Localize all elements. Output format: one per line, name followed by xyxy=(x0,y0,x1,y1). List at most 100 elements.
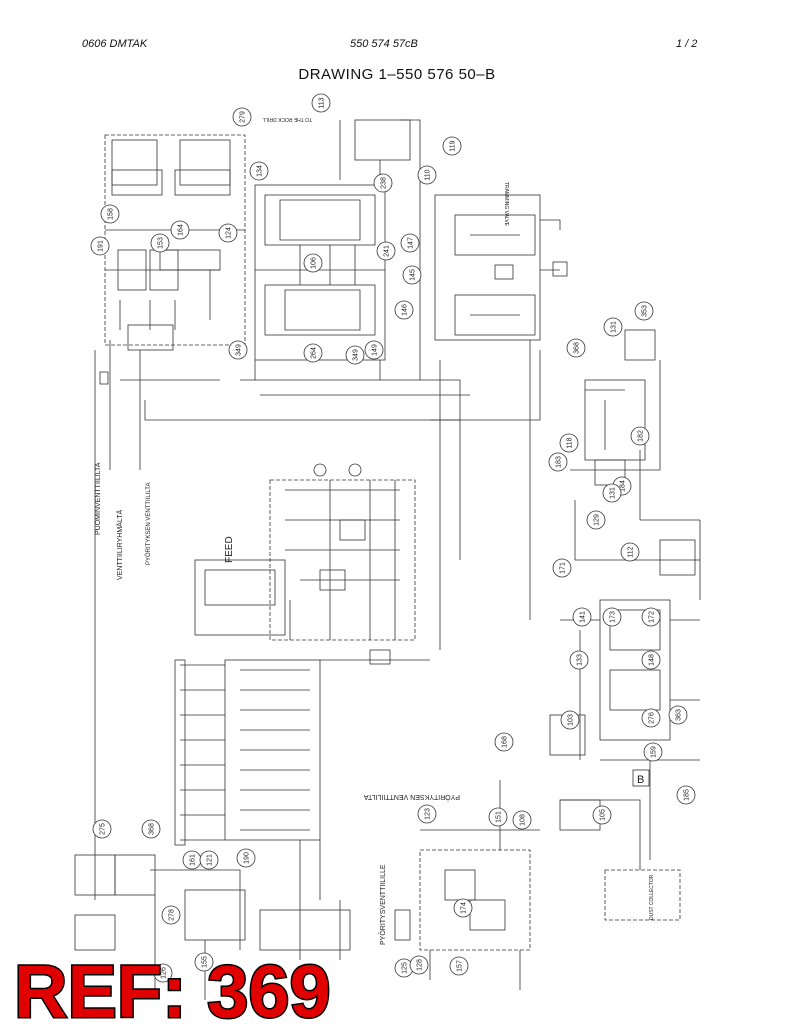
label-tramming-valve: TRAMMING VALVE xyxy=(503,182,509,227)
callout-number: 157 xyxy=(457,960,464,972)
callout-349: 349 xyxy=(345,345,365,365)
callout-bubbles: 2791131191101581641531241911342381472411… xyxy=(90,93,696,983)
callout-circle xyxy=(394,300,414,320)
reference-stamp-text: REF: 369 xyxy=(14,950,330,1030)
callout-145: 145 xyxy=(402,265,422,285)
callout-264: 264 xyxy=(303,343,323,363)
line xyxy=(285,480,400,640)
rotation-control-block xyxy=(419,849,531,951)
callout-172: 172 xyxy=(641,607,661,627)
label-box-b: B xyxy=(637,774,644,786)
valve-symbol xyxy=(659,539,696,576)
feed-valve-block xyxy=(194,559,286,636)
callout-circle xyxy=(641,708,661,728)
callout-129: 129 xyxy=(586,510,606,530)
callout-circle xyxy=(494,732,514,752)
callout-number: 159 xyxy=(651,746,658,758)
callout-number: 153 xyxy=(158,237,165,249)
callout-124: 124 xyxy=(218,223,238,243)
callout-circle xyxy=(400,233,420,253)
callout-147: 147 xyxy=(400,233,420,253)
callout-circle xyxy=(373,173,393,193)
valve-symbol xyxy=(624,329,656,361)
callout-278: 278 xyxy=(161,905,181,925)
label-pyoritysventtiilille: PYÖRITYSVENTTIILILLE xyxy=(379,864,387,945)
valve-block-middle xyxy=(269,479,416,641)
callout-number: 191 xyxy=(98,240,105,252)
valve-section xyxy=(264,284,376,336)
valve-symbol xyxy=(339,519,366,541)
valve-section xyxy=(204,569,276,606)
callout-circle xyxy=(620,542,640,562)
callout-141: 141 xyxy=(572,607,592,627)
callout-circle xyxy=(170,220,190,240)
callout-number: 264 xyxy=(311,347,318,359)
callout-circle xyxy=(100,204,120,224)
callout-number: 241 xyxy=(384,245,391,257)
line xyxy=(570,360,661,520)
callout-number: 146 xyxy=(402,304,409,316)
callout-105: 105 xyxy=(592,805,612,825)
callout-238: 238 xyxy=(373,173,393,193)
tramming-valve-block xyxy=(434,194,541,341)
callout-112: 112 xyxy=(620,542,640,562)
callout-number: 105 xyxy=(600,809,607,821)
callout-185: 185 xyxy=(676,785,696,805)
callout-168: 168 xyxy=(494,732,514,752)
callout-circle xyxy=(634,301,654,321)
callout-number: 121 xyxy=(207,854,214,866)
label-puominventtiili: PUOMINVENTTIILILTA xyxy=(95,462,102,535)
filter-symbol xyxy=(99,371,109,385)
callout-134: 134 xyxy=(249,161,269,181)
callout-circle xyxy=(376,241,396,261)
callout-number: 349 xyxy=(353,349,360,361)
callout-368: 368 xyxy=(566,338,586,358)
callout-number: 363 xyxy=(676,709,683,721)
callout-circle xyxy=(417,804,437,824)
callout-157: 157 xyxy=(449,956,469,976)
callout-158: 158 xyxy=(100,204,120,224)
callout-151: 151 xyxy=(488,807,508,827)
callout-279: 279 xyxy=(232,107,252,127)
callout-number: 126 xyxy=(161,967,168,979)
label-venttiiliryhma: VENTTIILIRYHMÄLTÄ xyxy=(116,510,124,580)
actuator-box xyxy=(74,914,116,951)
label-rock-drill: TO THE ROCK DRILL xyxy=(262,116,312,122)
actuator-box xyxy=(111,139,158,186)
callout-circle xyxy=(641,607,661,627)
valve-symbol xyxy=(552,261,568,277)
valve-block-upper xyxy=(254,184,386,361)
callout-number: 119 xyxy=(450,140,457,151)
callout-number: 131 xyxy=(610,487,617,499)
callout-circle xyxy=(572,607,592,627)
callout-circle xyxy=(153,963,173,983)
line xyxy=(560,619,700,761)
line xyxy=(430,340,541,650)
valve-symbol xyxy=(184,889,246,941)
label-feed: FEED xyxy=(224,536,235,563)
callout-133: 133 xyxy=(569,650,589,670)
callout-363: 363 xyxy=(668,705,688,725)
callout-circle xyxy=(552,558,572,578)
callout-number: 103 xyxy=(568,714,575,726)
valve-section xyxy=(454,294,536,336)
callout-number: 108 xyxy=(520,814,527,826)
callout-number: 158 xyxy=(108,208,115,220)
callout-159: 159 xyxy=(643,742,663,762)
callout-circle xyxy=(602,607,622,627)
callout-circle xyxy=(442,136,462,156)
callout-349: 349 xyxy=(228,340,248,360)
callout-123: 123 xyxy=(417,804,437,824)
callout-number: 278 xyxy=(169,909,176,921)
callout-circle xyxy=(249,161,269,181)
callout-number: 106 xyxy=(311,257,318,269)
line xyxy=(105,229,245,330)
valve-section xyxy=(609,669,661,711)
callout-353: 353 xyxy=(634,301,654,321)
valve-symbol xyxy=(174,169,231,196)
callout-number: 173 xyxy=(610,611,617,623)
callout-126: 126 xyxy=(153,963,173,983)
valve-section xyxy=(264,194,376,246)
callout-circle xyxy=(311,93,331,113)
label-pyoritys-venttiili-2: PYÖRITYKSEN VENTTIILILTA xyxy=(363,793,460,801)
